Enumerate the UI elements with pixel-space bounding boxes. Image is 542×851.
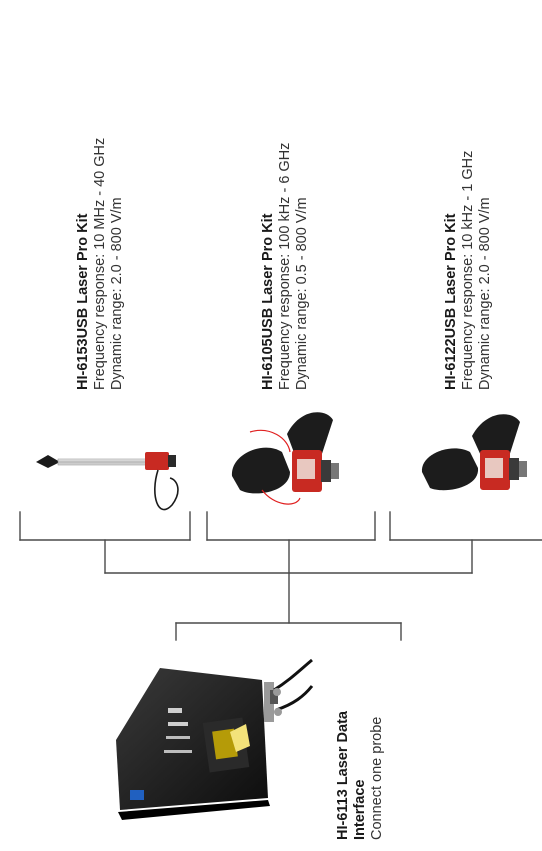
connector-tree [19,511,542,641]
cylinder-probe-red-cable-image [231,412,339,505]
interface-title-line2: Interface [352,780,368,840]
probe-1-label-group: HI-6153USB Laser Pro Kit Frequency respo… [75,138,125,390]
probe-2-frequency: Frequency response: 100 kHz - 6 GHz [277,143,293,390]
probe-2-range: Dynamic range: 0.5 - 800 V/m [294,197,310,390]
probe-2-label-group: HI-6105USB Laser Pro Kit Frequency respo… [260,143,310,390]
probe-3-frequency: Frequency response: 10 kHz - 1 GHz [460,151,476,390]
probe-1-frequency: Frequency response: 10 MHz - 40 GHz [92,138,108,390]
probe-3-label-group: HI-6122USB Laser Pro Kit Frequency respo… [443,151,493,390]
laser-data-interface-image [116,658,314,820]
probe-2-title: HI-6105USB Laser Pro Kit [260,213,276,390]
probe-3-title: HI-6122USB Laser Pro Kit [443,213,459,390]
thin-rod-probe-image [36,452,179,511]
probe-3-range: Dynamic range: 2.0 - 800 V/m [477,197,493,390]
interface-note: Connect one probe [369,717,385,840]
probe-1-range: Dynamic range: 2.0 - 800 V/m [109,197,125,390]
probe-1-title: HI-6153USB Laser Pro Kit [75,213,91,390]
cylinder-probe-image [421,414,527,491]
interface-label-group: HI-6113 Laser Data Interface Connect one… [335,710,385,840]
interface-title-line1: HI-6113 Laser Data [335,710,351,840]
